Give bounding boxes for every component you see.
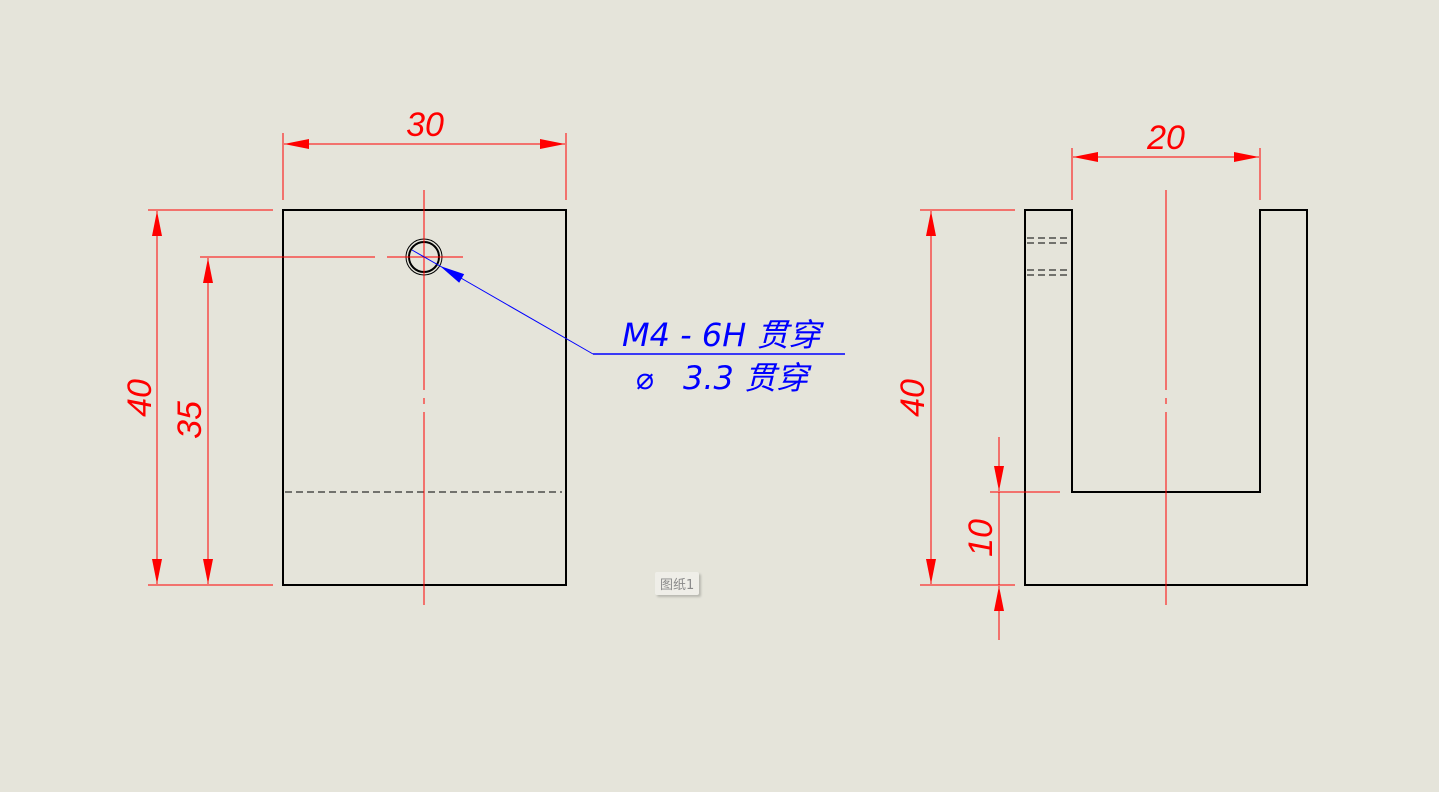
dimension-35[interactable]: 35 — [171, 256, 375, 584]
dimension-text: 30 — [406, 106, 444, 144]
sheet-tab[interactable]: 图纸1 — [655, 572, 700, 595]
side-view[interactable] — [1024, 190, 1308, 605]
dimension-20[interactable]: 20 — [1071, 119, 1261, 200]
hidden-lines — [1027, 237, 1071, 276]
dimension-40-front[interactable]: 40 — [121, 209, 273, 586]
diameter-icon: ⌀ — [636, 362, 654, 397]
hole-callout[interactable]: M4 - 6H 贯穿 ⌀ 3.3 贯穿 — [411, 249, 845, 397]
dimension-10[interactable]: 10 — [962, 437, 1060, 640]
callout-line2: 3.3 贯穿 — [683, 359, 812, 397]
dimension-text: 20 — [1146, 119, 1185, 157]
dimension-text: 40 — [894, 379, 932, 417]
dimension-40-side[interactable]: 40 — [894, 209, 1015, 586]
dimension-text: 10 — [962, 519, 1000, 557]
dimension-30[interactable]: 30 — [282, 106, 567, 200]
dimension-text: 35 — [171, 401, 209, 439]
front-view[interactable] — [282, 190, 567, 605]
dimension-text: 40 — [121, 379, 159, 417]
callout-line1: M4 - 6H 贯穿 — [622, 316, 824, 354]
side-outline — [1024, 209, 1308, 586]
